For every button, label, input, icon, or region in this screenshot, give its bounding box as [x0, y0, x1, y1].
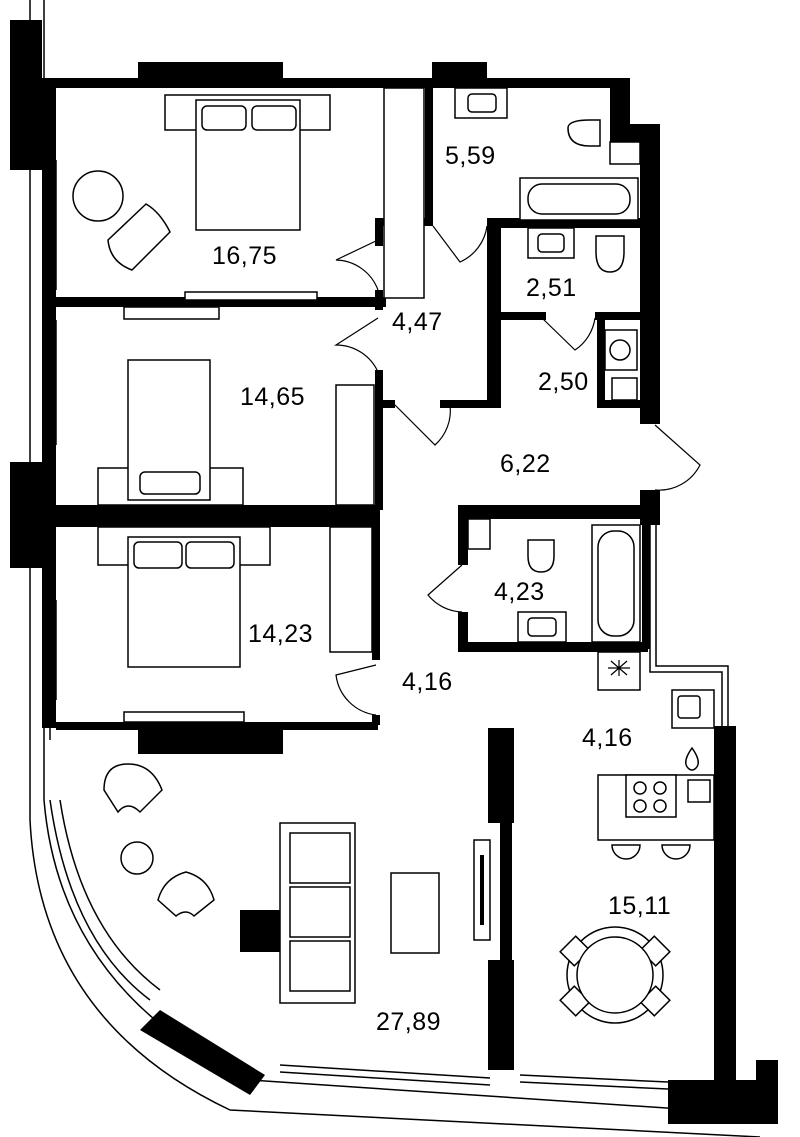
water-drop-icon — [685, 746, 699, 771]
area-label-living-room: 27,89 — [376, 1008, 441, 1036]
fridge-icon — [597, 651, 641, 691]
sofa-icon — [279, 822, 356, 1004]
windows — [49, 160, 669, 1090]
area-label-wc: 2,51 — [526, 274, 577, 302]
tv-icon — [123, 711, 245, 723]
bar-stool-icon — [611, 844, 641, 860]
area-label-bedroom-1: 16,75 — [212, 242, 277, 270]
dining-table-icon — [559, 926, 671, 1024]
armchair-icon — [103, 763, 163, 814]
bed-icon — [97, 526, 271, 668]
toilet-icon — [567, 119, 601, 147]
area-label-kitchen: 4,16 — [582, 724, 633, 752]
wardrobe-icon — [383, 87, 425, 299]
toilet-icon — [527, 539, 555, 573]
armchair-icon — [157, 871, 215, 918]
coffee-table-icon — [390, 872, 440, 954]
area-label-dining: 15,11 — [608, 892, 671, 920]
area-label-bathroom-2: 4,23 — [494, 578, 545, 606]
bed-icon — [164, 94, 331, 231]
tv-icon — [184, 291, 318, 301]
area-label-bathroom-1: 5,59 — [445, 142, 496, 170]
area-label-hall-lower: 4,16 — [402, 668, 453, 696]
wardrobe-icon — [335, 384, 375, 506]
room-labels: 16,75 5,59 4,47 2,51 2,50 14,65 6,22 4,2… — [212, 142, 671, 1036]
area-label-corridor: 6,22 — [500, 450, 551, 478]
area-label-hall-upper: 4,47 — [392, 308, 443, 336]
area-label-laundry: 2,50 — [538, 368, 589, 396]
armchair-icon — [107, 203, 171, 271]
furniture — [72, 87, 715, 1024]
bed-icon — [97, 359, 244, 506]
side-table-icon — [120, 841, 154, 875]
wardrobe-icon — [329, 526, 373, 653]
tv-icon — [123, 306, 220, 320]
area-label-bedroom-3: 14,23 — [248, 620, 313, 648]
bar-stool-icon — [661, 844, 691, 860]
area-label-bedroom-2: 14,65 — [240, 383, 305, 411]
toilet-icon — [595, 235, 625, 273]
side-table-icon — [72, 170, 124, 222]
walls — [10, 20, 778, 1124]
sink-icon — [454, 87, 508, 119]
doors — [333, 225, 701, 716]
